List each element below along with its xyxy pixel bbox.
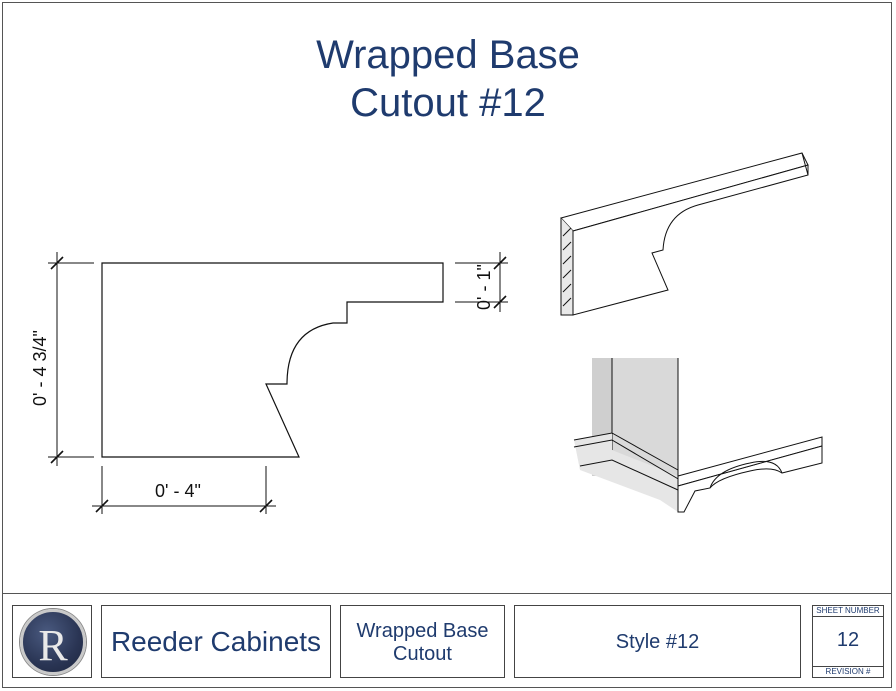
height-dimension <box>48 252 94 466</box>
sheet-number: 12 <box>836 629 860 651</box>
logo-letter: R <box>38 621 68 670</box>
cutout-profile <box>101 262 444 458</box>
revision-label: REVISION # <box>813 666 883 677</box>
company-name-box: Reeder Cabinets <box>101 605 331 678</box>
drawing-title-line1: Wrapped Base <box>316 33 580 77</box>
notch-dimension-label: 0' - 1" <box>474 264 494 310</box>
sheet-number-label: SHEET NUMBER <box>813 606 883 617</box>
sheet-name-line2: Cutout <box>393 643 452 665</box>
sheet-name-box: Wrapped Base Cutout <box>340 605 505 678</box>
width-dimension-label: 0' - 4" <box>155 481 201 501</box>
height-dimension-label: 0' - 4 3/4" <box>30 330 50 406</box>
company-name: Reeder Cabinets <box>110 626 322 657</box>
titleblock-divider <box>2 593 892 594</box>
iso-installed-view <box>573 358 823 513</box>
notch-dimension <box>455 252 508 312</box>
logo-box: R <box>12 605 92 678</box>
sheet-name-line1: Wrapped Base <box>356 620 489 642</box>
style-label: Style #12 <box>615 631 700 653</box>
sheet-number-box: SHEET NUMBER 12 REVISION # <box>812 605 884 678</box>
style-box: Style #12 <box>514 605 801 678</box>
drawing-title-line2: Cutout #12 <box>350 81 546 125</box>
width-dimension <box>92 466 276 514</box>
iso-moulding-view <box>560 152 809 316</box>
company-logo: R <box>20 609 86 675</box>
